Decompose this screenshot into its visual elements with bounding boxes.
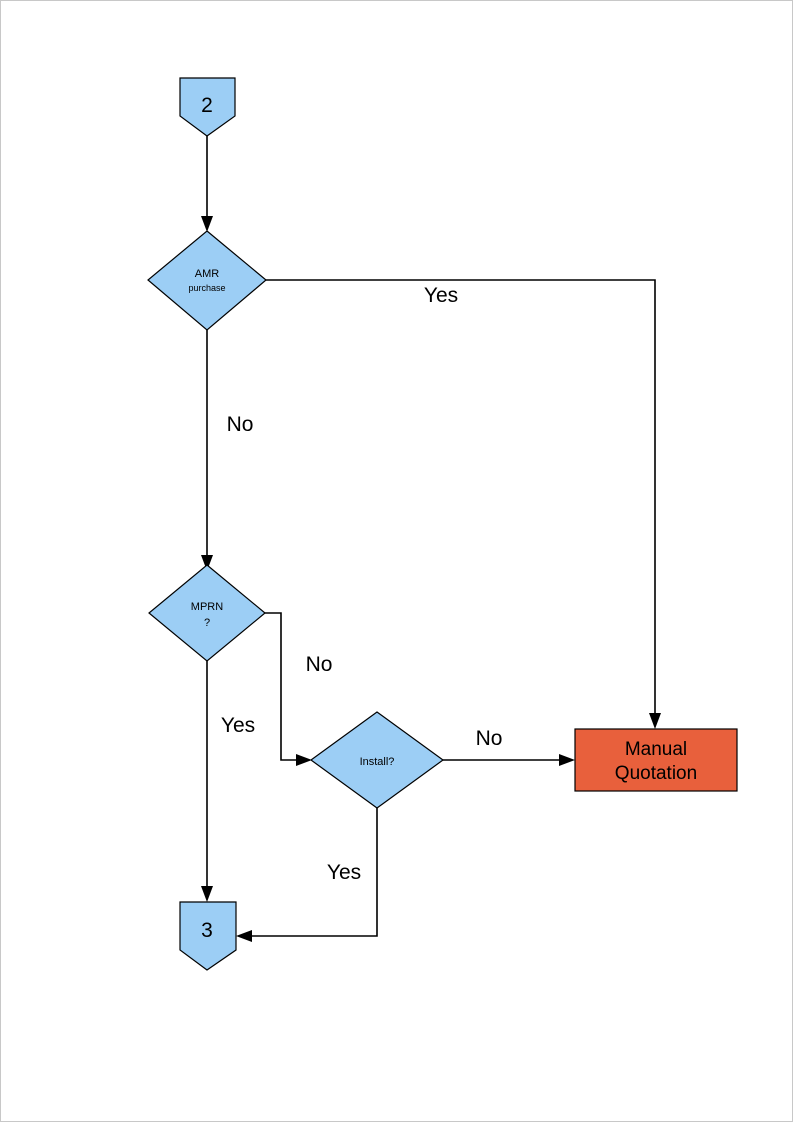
node-label-mprn-line2: ?	[204, 617, 210, 629]
arrow-head-icon	[296, 754, 312, 766]
node-end-connector-3[interactable]: 3	[179, 901, 237, 971]
node-label-amr-line2: purchase	[188, 283, 225, 293]
decision-diamond-shape	[148, 564, 266, 662]
node-label-start-connector: 2	[201, 94, 213, 117]
node-label-mprn-line1: MPRN	[191, 601, 223, 613]
edge-mprn-no-to-install: No	[265, 612, 333, 766]
arrow-head-icon	[559, 754, 575, 766]
decision-diamond-shape	[147, 230, 267, 331]
edge-start-to-amr	[201, 136, 213, 232]
arrow-head-icon	[236, 930, 252, 942]
connector-pentagon-shape	[179, 77, 236, 137]
process-box-shape	[574, 728, 738, 792]
node-label-amr-line1: AMR	[195, 268, 220, 280]
edge-install-yes-to-end: Yes	[236, 808, 378, 942]
node-label-end-connector: 3	[201, 919, 213, 942]
arrow-head-icon	[649, 713, 661, 729]
edge-label-mprn-no: No	[306, 653, 333, 676]
decision-diamond-shape	[309, 711, 445, 809]
edge-label-amr-no: No	[227, 413, 254, 436]
edge-label-install-no: No	[476, 727, 503, 750]
edge-label-mprn-yes: Yes	[221, 714, 255, 737]
node-start-connector-2[interactable]: 2	[179, 77, 236, 137]
node-label-manual-line1: Manual	[625, 739, 687, 760]
edge-amr-no-to-mprn: No	[201, 330, 253, 571]
node-amr-purchase-decision[interactable]: AMR purchase	[147, 230, 267, 331]
edge-label-amr-yes: Yes	[424, 284, 458, 307]
edge-amr-yes-to-manual: Yes	[266, 279, 661, 729]
node-install-decision[interactable]: Install?	[309, 711, 445, 809]
node-label-manual-line2: Quotation	[615, 763, 697, 784]
edge-install-no-to-manual: No	[443, 727, 575, 766]
node-mprn-decision[interactable]: MPRN ?	[148, 564, 266, 662]
arrow-head-icon	[201, 555, 213, 571]
node-label-install: Install?	[360, 756, 395, 768]
edge-mprn-yes-to-end: Yes	[201, 661, 255, 902]
arrow-head-icon	[201, 216, 213, 232]
arrow-head-icon	[201, 886, 213, 902]
node-manual-quotation-process[interactable]: Manual Quotation	[574, 728, 738, 792]
edge-label-install-yes: Yes	[327, 861, 361, 884]
connector-pentagon-shape	[179, 901, 237, 971]
